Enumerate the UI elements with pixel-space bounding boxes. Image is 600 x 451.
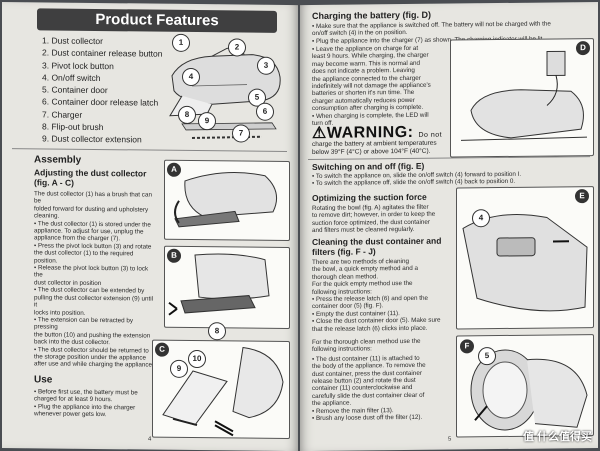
list-item: 9. Dust collector extension [42, 133, 142, 145]
list-item: 2. Dust container release button [42, 47, 163, 59]
warning-text: charge the battery at ambient temperatur… [312, 139, 437, 156]
callout-9: 9 [170, 359, 188, 378]
callout-2: 2 [228, 38, 246, 57]
figure-label: B [167, 248, 181, 263]
body-text: • To switch the appliance on, slide the … [312, 170, 522, 188]
figure-label: C [155, 342, 169, 357]
section-heading: Use [34, 374, 53, 386]
section-heading: Assembly [34, 154, 82, 166]
page-number: 4 [148, 436, 152, 443]
figure-label: A [167, 162, 181, 177]
left-page: Product Features 1. Dust collector 2. Du… [2, 2, 298, 451]
body-text: Rotating the bowl (fig. A) agitates the … [312, 203, 436, 235]
callout-5: 5 [478, 347, 496, 366]
figure-b-drawing [168, 253, 270, 316]
feature-list: 1. Dust collector 2. Dust container rele… [42, 34, 163, 146]
divider [12, 148, 287, 152]
list-item: 6. Container door release latch [42, 96, 159, 109]
body-text: • Before first use, the battery must be … [34, 388, 138, 419]
callout-8: 8 [208, 322, 226, 341]
callout-4: 4 [472, 209, 490, 228]
callout-9: 9 [198, 112, 216, 131]
page-number: 5 [448, 436, 452, 443]
body-text: There are two methods of cleaning the bo… [312, 257, 441, 333]
section-heading: Optimizing the suction force [312, 191, 427, 203]
list-item: 3. Pivot lock button [42, 60, 114, 71]
vacuum-drawing [169, 47, 281, 139]
figure-a-drawing [174, 172, 278, 228]
subsection-heading: Adjusting the dust collector (fig. A - C… [34, 167, 147, 188]
figure-label: D [576, 41, 590, 56]
right-page: Charging the battery (fig. D) • Make sur… [300, 2, 598, 451]
section-heading: Cleaning the dust container and filters … [312, 235, 442, 257]
callout-1: 1 [172, 33, 190, 52]
section-heading: Switching on and off (fig. E) [312, 160, 425, 172]
figure-d-drawing [460, 50, 588, 141]
section-heading: Charging the battery (fig. D) [312, 9, 431, 21]
body-text: For the thorough clean method use the fo… [312, 337, 426, 423]
product-features-illustration [152, 36, 292, 149]
divider [308, 156, 590, 161]
figure-f [456, 334, 594, 438]
figure-c [152, 339, 290, 440]
warning-icon: ⚠ [312, 124, 327, 142]
figure-d [450, 38, 594, 158]
callout-7: 7 [232, 124, 250, 143]
figure-label: E [575, 189, 589, 204]
page-title: Product Features [37, 8, 277, 33]
figure-e [456, 186, 594, 330]
body-text: The dust collector (1) has a brush that … [34, 190, 154, 369]
watermark: 值 什么值得买 [522, 431, 592, 443]
body-text: • Leave the appliance on charge for at l… [312, 44, 431, 128]
figure-a [164, 159, 290, 242]
callout-6: 6 [256, 102, 274, 121]
figure-b [164, 245, 290, 330]
figure-f-drawing [470, 349, 588, 431]
callout-8: 8 [178, 105, 196, 125]
callout-10: 10 [188, 349, 206, 369]
figure-e-drawing [462, 214, 588, 312]
figure-label: F [460, 339, 474, 354]
figure-c-drawing [162, 346, 284, 437]
callout-3: 3 [257, 56, 275, 75]
callout-4: 4 [182, 67, 200, 87]
